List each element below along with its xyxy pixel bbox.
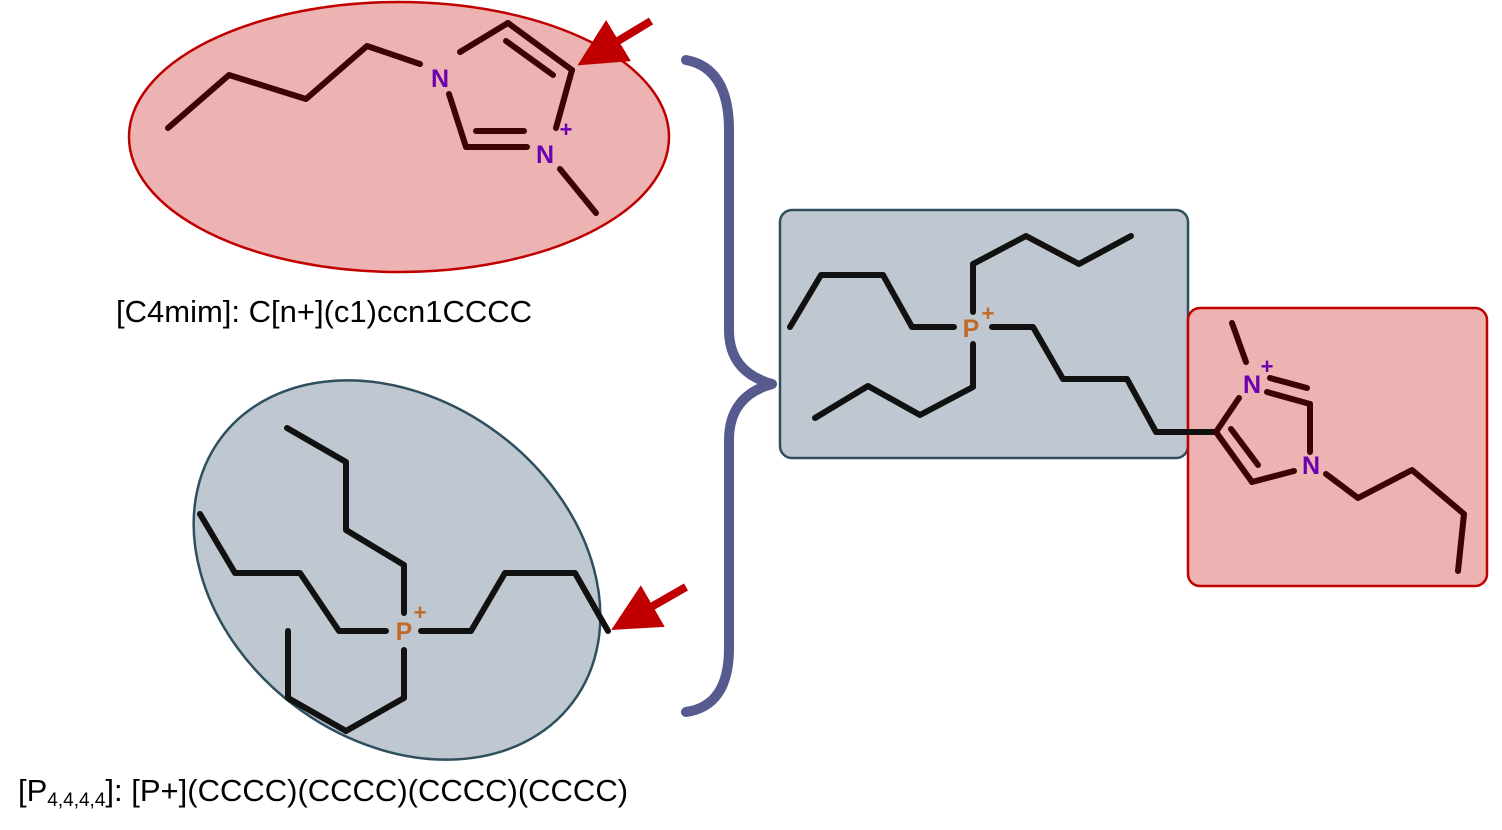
combined-molecule: P + N + N xyxy=(778,208,1489,588)
c4mim-bonds xyxy=(165,20,599,216)
p4444-cation: P + xyxy=(192,379,688,761)
ring-double-bond-n1-c2 xyxy=(1267,375,1310,391)
ring-bond-c5-c4 xyxy=(505,20,575,73)
c4mim-cation: N N + xyxy=(127,0,671,274)
linker-chain xyxy=(989,324,1219,435)
ring-bond-n1-c5 xyxy=(457,20,511,55)
imidazolium-bonds xyxy=(1213,320,1467,574)
n-methyl-bond xyxy=(1229,320,1249,365)
phosphonium-bonds xyxy=(787,233,1219,435)
curly-brace xyxy=(681,55,777,717)
ring-bond-n1-c2 xyxy=(446,91,469,150)
p4444-arrow xyxy=(611,583,688,630)
positive-charge-label: + xyxy=(414,600,427,625)
ring-bond-c4-c5 xyxy=(1213,429,1255,485)
phosphorus-label: P xyxy=(396,618,413,646)
ring-double-bond-c4-c5 xyxy=(1228,426,1261,468)
phosphorus-label: P xyxy=(963,315,980,343)
butyl-chain-up xyxy=(284,425,407,616)
positive-charge-label: + xyxy=(982,301,995,326)
c4mim-arrow xyxy=(577,17,654,66)
ring-bond-c4-n3 xyxy=(553,67,575,131)
butyl-chain-down xyxy=(285,628,407,734)
butyl-chain-left xyxy=(787,272,957,330)
butyl-chain xyxy=(1323,467,1467,574)
p4444-bonds xyxy=(197,425,611,734)
nitrogen-label-n3: N xyxy=(1302,452,1320,480)
nitrogen-label-n1: N xyxy=(1243,371,1261,399)
p4444-caption: [P4,4,4,4]: [P+](CCCC)(CCCC)(CCCC)(CCCC) xyxy=(18,773,628,812)
positive-charge-label: + xyxy=(560,117,573,142)
ring-bond-n3-c4 xyxy=(1249,468,1297,485)
phosphonium-box xyxy=(778,208,1190,460)
ring-bond-c5-n1 xyxy=(1213,395,1242,435)
p4444-ellipse xyxy=(192,379,602,761)
c4mim-ellipse xyxy=(127,0,671,274)
butyl-chain-right xyxy=(418,570,611,634)
p4444-caption-prefix: [P xyxy=(18,773,48,808)
nitrogen-label-n1: N xyxy=(431,65,449,93)
p4444-caption-subscript: 4,4,4,4 xyxy=(47,790,106,811)
butyl-chain-left xyxy=(197,511,389,634)
ring-bond-n1-c2 xyxy=(1264,389,1313,407)
butyl-chain-down xyxy=(812,341,976,421)
n-methyl-bond xyxy=(557,166,599,216)
imidazolium-box xyxy=(1186,306,1489,588)
butyl-chain xyxy=(165,43,423,131)
butyl-chain-up xyxy=(970,233,1134,315)
c4mim-caption: [C4mim]: C[n+](c1)ccn1CCCC xyxy=(116,294,532,329)
ring-double-bond-c5-c4 xyxy=(503,38,556,78)
nitrogen-label-n3: N xyxy=(536,141,554,169)
p4444-caption-suffix: ]: [P+](CCCC)(CCCC)(CCCC)(CCCC) xyxy=(105,773,629,808)
positive-charge-label-n1: + xyxy=(1261,354,1274,379)
